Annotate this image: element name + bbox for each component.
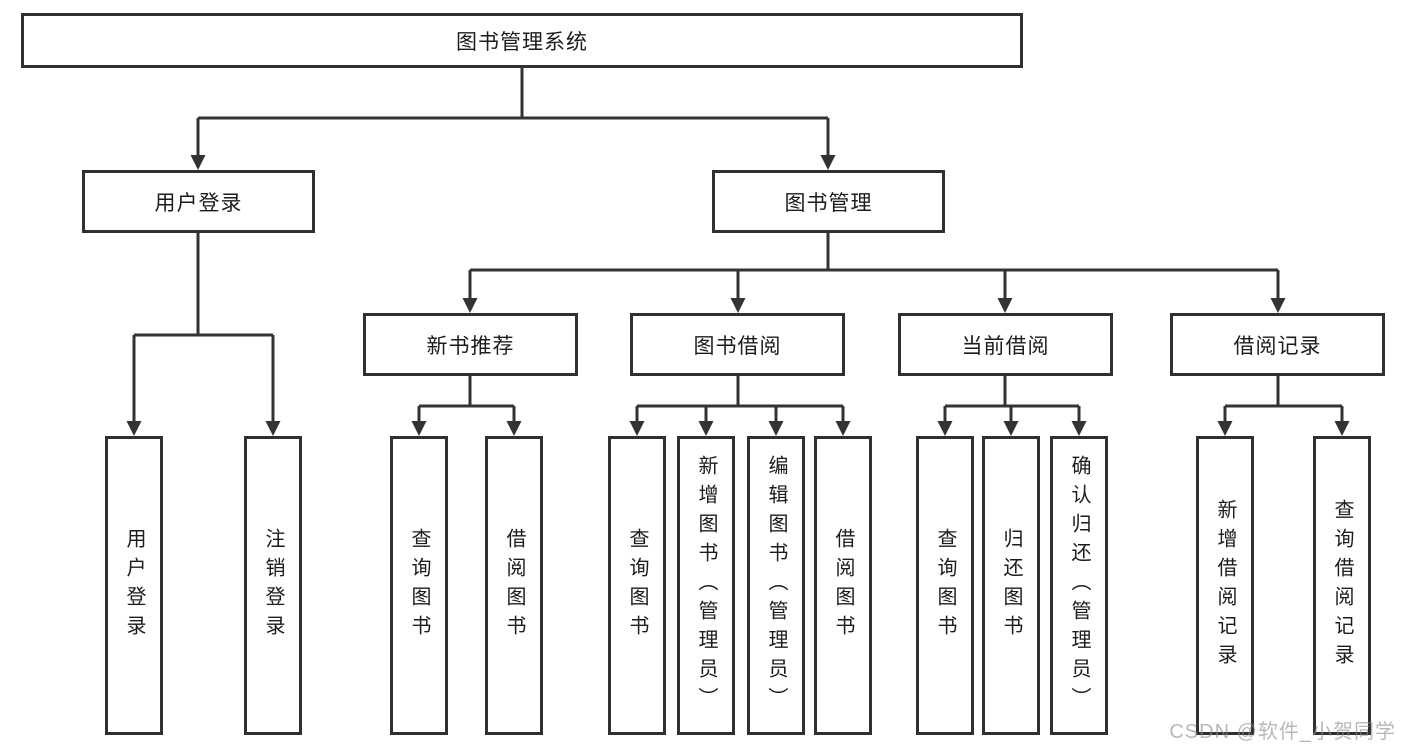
node-label: 用户登录 bbox=[123, 527, 145, 644]
node-label: 注销登录 bbox=[262, 527, 284, 644]
node-borrowing-records: 借阅记录 bbox=[1170, 313, 1385, 376]
node-book-management: 图书管理 bbox=[712, 170, 945, 233]
leaf-confirm-return-admin: 确认归还（管理员） bbox=[1050, 436, 1108, 735]
leaf-borrow-books-recommend: 借阅图书 bbox=[485, 436, 543, 735]
node-label: 借阅图书 bbox=[503, 527, 525, 644]
node-user-login: 用户登录 bbox=[82, 170, 315, 233]
node-new-book-recommendation: 新书推荐 bbox=[363, 313, 578, 376]
node-label: 借阅图书 bbox=[832, 527, 854, 644]
leaf-search-books-current: 查询图书 bbox=[916, 436, 974, 735]
leaf-edit-books-admin: 编辑图书（管理员） bbox=[747, 436, 805, 735]
node-label: 查询图书 bbox=[934, 527, 956, 644]
leaf-user-login: 用户登录 bbox=[105, 436, 163, 735]
node-label: 新书推荐 bbox=[426, 334, 515, 358]
leaf-add-borrow-record: 新增借阅记录 bbox=[1196, 436, 1254, 735]
node-label: 查询图书 bbox=[626, 527, 648, 644]
leaf-logout: 注销登录 bbox=[244, 436, 302, 735]
node-label: 查询借阅记录 bbox=[1331, 498, 1353, 673]
node-book-borrowing: 图书借阅 bbox=[630, 313, 845, 376]
node-label: 归还图书 bbox=[1000, 527, 1022, 644]
leaf-borrow-books: 借阅图书 bbox=[814, 436, 872, 735]
node-label: 查询图书 bbox=[408, 527, 430, 644]
leaf-return-books: 归还图书 bbox=[982, 436, 1040, 735]
node-label: 图书管理 bbox=[784, 191, 873, 215]
csdn-watermark: CSDN @软件_小贺同学 bbox=[1169, 721, 1396, 743]
node-label: 用户登录 bbox=[154, 191, 243, 215]
node-label: 确认归还（管理员） bbox=[1068, 455, 1090, 716]
leaf-search-books-recommend: 查询图书 bbox=[390, 436, 448, 735]
node-label: 当前借阅 bbox=[961, 334, 1050, 358]
node-label: 编辑图书（管理员） bbox=[765, 455, 787, 716]
node-library-management-system: 图书管理系统 bbox=[21, 13, 1023, 68]
leaf-search-books-borrowing: 查询图书 bbox=[608, 436, 666, 735]
node-label: 图书借阅 bbox=[693, 334, 782, 358]
node-label: 图书管理系统 bbox=[456, 30, 588, 54]
node-label: 借阅记录 bbox=[1233, 334, 1322, 358]
leaf-add-books-admin: 新增图书（管理员） bbox=[677, 436, 735, 735]
node-label: 新增借阅记录 bbox=[1214, 498, 1236, 673]
node-current-borrowing: 当前借阅 bbox=[898, 313, 1113, 376]
node-label: 新增图书（管理员） bbox=[695, 455, 717, 716]
leaf-search-borrow-record: 查询借阅记录 bbox=[1313, 436, 1371, 735]
